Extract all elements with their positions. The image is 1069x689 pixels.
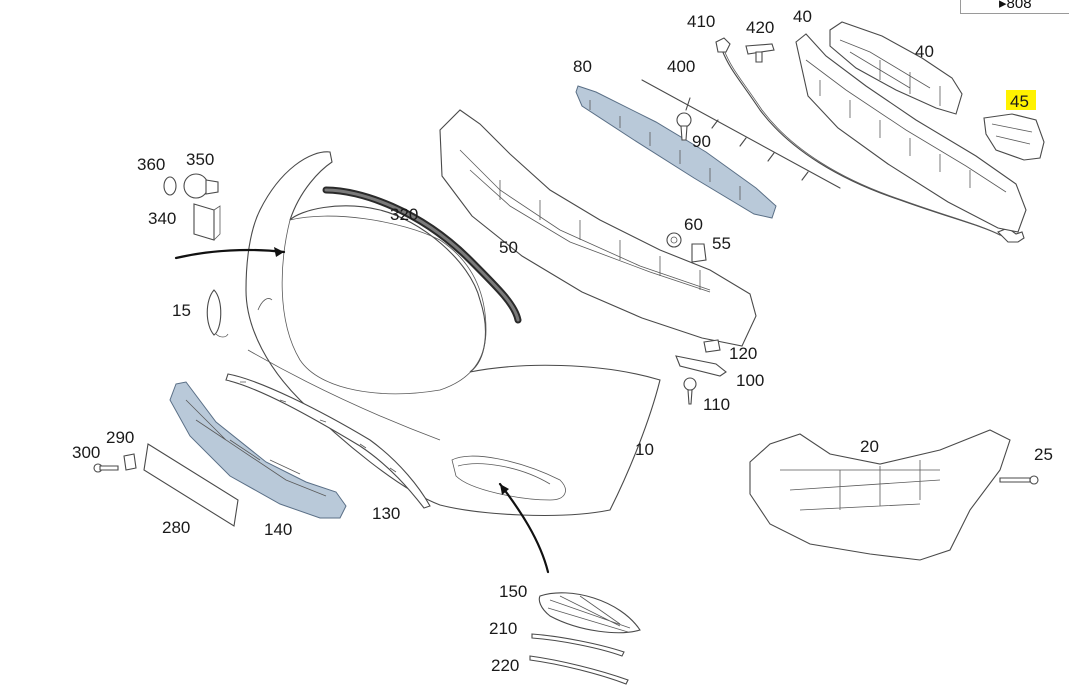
assembly-arrows: [174, 247, 550, 574]
part-220-trim[interactable]: [529, 655, 629, 685]
callout-10: 10: [635, 440, 654, 459]
part-55-clip[interactable]: [691, 243, 707, 263]
arrowhead-sensor: [274, 247, 284, 257]
part-25-screw[interactable]: [999, 475, 1039, 485]
callout-210: 210: [489, 619, 517, 638]
callout-45-highlight: [1006, 90, 1036, 110]
part-290-nut[interactable]: [123, 453, 137, 471]
callout-120: 120: [729, 344, 757, 363]
callout-350: 350: [186, 150, 214, 169]
part-40-absorber[interactable]: [795, 21, 1027, 233]
part-300-screw[interactable]: [93, 463, 119, 473]
callout-15: 15: [172, 301, 191, 320]
callout-40: 40: [793, 7, 812, 26]
callout-220: 220: [491, 656, 519, 675]
part-110-screw[interactable]: [683, 377, 697, 405]
callout-45: 45: [1010, 92, 1029, 111]
callout-150: 150: [499, 582, 527, 601]
callout-50: 50: [499, 238, 518, 257]
part-150-grille-insert[interactable]: [538, 592, 641, 634]
callout-280: 280: [162, 518, 190, 537]
callout-25: 25: [1034, 445, 1053, 464]
callout-90: 90: [692, 132, 711, 151]
part-130-strip[interactable]: [225, 373, 431, 509]
part-20-bracket[interactable]: [749, 429, 1011, 561]
part-10-bumper-cover[interactable]: [245, 151, 661, 516]
arrow-sensor: [174, 248, 286, 260]
callout-300: 300: [72, 443, 100, 462]
part-400-line: [641, 79, 841, 189]
callout-290: 290: [106, 428, 134, 447]
callout-100: 100: [736, 371, 764, 390]
part-60-nut[interactable]: [666, 232, 682, 248]
part-360-ring[interactable]: [163, 176, 177, 196]
part-320-seal[interactable]: [322, 186, 522, 324]
part-140-grille[interactable]: [169, 381, 347, 519]
part-15-cover[interactable]: [206, 289, 229, 338]
part-90-screw[interactable]: [676, 112, 692, 141]
part-100-bracket[interactable]: [675, 355, 727, 377]
arrow-insert: [498, 482, 550, 574]
callout-80: 80: [573, 57, 592, 76]
callout-60: 60: [684, 215, 703, 234]
callout-20: 20: [860, 437, 879, 456]
callout-labels: 410 420 40 40 80 400 45 90 360 350 340 3…: [72, 7, 1053, 675]
callout-360: 360: [137, 155, 165, 174]
callout-400: 400: [667, 57, 695, 76]
part-120-clip[interactable]: [703, 339, 721, 353]
part-350-sensor[interactable]: [183, 173, 219, 199]
part-410-cable[interactable]: [715, 37, 1025, 243]
part-45-bracket[interactable]: [983, 113, 1045, 161]
part-340-module[interactable]: [193, 203, 221, 241]
part-50-carrier[interactable]: [439, 109, 757, 347]
callout-55: 55: [712, 234, 731, 253]
part-280-plate[interactable]: [143, 443, 239, 527]
callout-110: 110: [703, 395, 730, 414]
callout-130: 130: [372, 504, 400, 523]
reference-tag: ▸808: [960, 0, 1069, 14]
callout-40b: 40: [915, 42, 934, 61]
callout-140: 140: [264, 520, 292, 539]
callout-420: 420: [746, 18, 774, 37]
arrowhead-insert: [500, 484, 509, 495]
part-80-bracket[interactable]: [575, 85, 777, 219]
callout-340: 340: [148, 209, 176, 228]
part-420-clip[interactable]: [745, 43, 775, 63]
callout-320: 320: [390, 205, 418, 224]
part-210-trim[interactable]: [531, 633, 625, 657]
callout-410: 410: [687, 12, 715, 31]
